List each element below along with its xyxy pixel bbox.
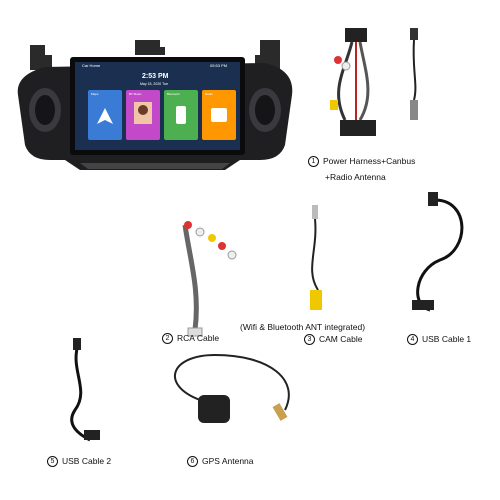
part-number-badge: 1 (308, 156, 319, 168)
part-label-usb-2: 5 USB Cable 2 (47, 456, 112, 468)
tile-label: Bluetooth (167, 92, 180, 96)
head-unit: Car Home 05:53 PM 2:53 PM May 15, 2020 T… (10, 35, 300, 185)
phone-icon (176, 106, 186, 124)
part-label-text: USB Cable 2 (62, 456, 112, 466)
radio-antenna-icon (410, 28, 418, 120)
clock-text: 2:53 PM (142, 73, 169, 80)
app-tile-maps: Maps (88, 90, 122, 140)
rca-cable-icon (182, 221, 237, 337)
part-label-cam: 3 CAM Cable (304, 334, 363, 346)
navigation-arrow-icon (97, 108, 113, 124)
part-label-text: USB Cable 1 (422, 334, 472, 344)
part-label-text: (Wifi & Bluetooth ANT integrated) (240, 322, 366, 332)
app-tile-bt-music: BT Music (126, 90, 160, 140)
tile-label: BT Music (129, 92, 142, 96)
part-label-radio-antenna: +Radio Antenna (325, 172, 386, 182)
status-left-text: Car Home (82, 63, 101, 68)
part-label-text: CAM Cable (319, 334, 363, 344)
usb-cable-1-icon (412, 192, 464, 312)
part-label-rca: 2 RCA Cable (162, 333, 220, 345)
part-label-text: Power Harness+Canbus (323, 156, 416, 166)
cam-cable-icon (310, 205, 322, 310)
album-art-icon (134, 102, 152, 124)
part-label-text: RCA Cable (177, 333, 220, 343)
part-label-text: GPS Antenna (202, 456, 254, 466)
part-number-badge: 5 (47, 456, 58, 468)
part-number-badge: 3 (304, 334, 315, 346)
part-number-badge: 2 (162, 333, 173, 345)
part-number-badge: 6 (187, 456, 198, 468)
part-label-wifi-bt-note: (Wifi & Bluetooth ANT integrated) (240, 322, 365, 332)
part-label-gps: 6 GPS Antenna (187, 456, 254, 468)
status-right-text: 05:53 PM (210, 63, 228, 68)
app-tile-bluetooth: Bluetooth (164, 90, 198, 140)
part-label-usb-1: 4 USB Cable 1 (407, 334, 472, 346)
tile-label: Maps (91, 92, 99, 96)
power-harness-icon (330, 28, 376, 136)
usb-cable-2-icon (70, 338, 100, 442)
part-number-badge: 4 (407, 334, 418, 346)
part-label-text: +Radio Antenna (325, 172, 386, 182)
radio-icon (211, 108, 227, 122)
part-label-power-harness: 1 Power Harness+Canbus (308, 156, 416, 168)
tile-label: Radio (205, 92, 213, 96)
app-tile-radio: Radio (202, 90, 236, 140)
date-text: May 15, 2020 Tue (140, 82, 169, 86)
gps-antenna-icon (174, 353, 290, 423)
